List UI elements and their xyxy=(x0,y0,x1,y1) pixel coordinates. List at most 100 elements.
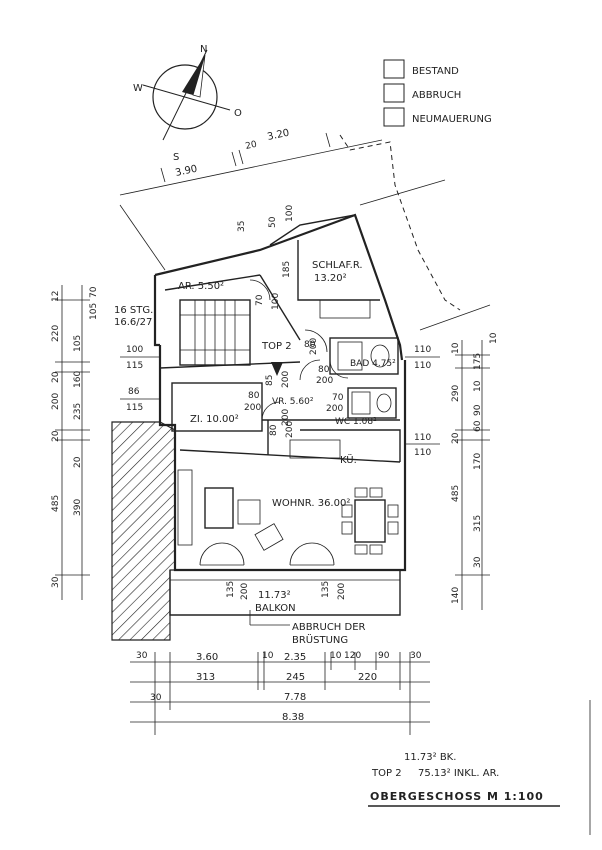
upper-dimensions: 35 50 100 185 70 100 xyxy=(237,205,295,310)
door-dim-80b: 80 xyxy=(318,365,330,375)
dim-bottom-30b: 30 xyxy=(410,651,422,661)
door-swings xyxy=(199,279,349,566)
abbruch-label-line2: BRÜSTUNG xyxy=(292,633,348,646)
dim-right-outer-170: 170 xyxy=(473,453,483,470)
balcony-dimensions: 135 200 135 200 xyxy=(226,581,347,600)
left-dimensions: 12 220 20 200 20 485 30 70 105 105 160 2… xyxy=(51,285,160,600)
door-dim-200g: 200 xyxy=(281,409,291,426)
dim-bottom-120: 120 xyxy=(344,651,361,661)
compass-east-label: O xyxy=(234,108,242,119)
legend-label-neumauerung: NEUMAUERUNG xyxy=(412,114,492,125)
dim-bottom-360: 3.60 xyxy=(196,652,218,663)
dim-right-outer-485: 485 xyxy=(451,485,461,502)
dim-upper-50: 50 xyxy=(268,216,278,228)
door-dim-80a: 80 xyxy=(304,340,316,350)
door-dim-80c: 80 xyxy=(248,391,260,401)
compass-south-label: S xyxy=(173,152,179,163)
dim-upper-100: 100 xyxy=(285,205,295,222)
door-dim-200a: 200 xyxy=(309,338,319,355)
neighbour-wall-hatch xyxy=(111,421,176,641)
door-dim-80d: 80 xyxy=(269,424,279,436)
dim-bottom-838: 8.38 xyxy=(282,712,304,723)
room-label-ar: AR. 5.50² xyxy=(178,281,224,292)
dim-left-200: 200 xyxy=(51,393,61,410)
dim-left-inner-160: 160 xyxy=(73,371,83,388)
door-dim-200f: 200 xyxy=(285,421,295,438)
balcony-label: BALKON xyxy=(255,603,296,614)
plot-boundary-line xyxy=(359,179,446,206)
legend-swatch-neumauerung xyxy=(383,107,405,127)
dim-right-outer-290: 290 xyxy=(451,385,461,402)
plan-title: OBERGESCHOSS M 1:100 xyxy=(370,790,544,803)
dim-upper-100b: 100 xyxy=(271,293,281,310)
door-dimensions: 80 200 85 200 80 200 80 200 70 200 80 20… xyxy=(244,338,344,438)
stairs-ratio: 16.6/27 xyxy=(114,317,152,328)
dim-right-110c: 110 xyxy=(414,433,431,443)
dim-left-opening-86: 86 xyxy=(128,387,140,397)
dim-left-inner-390: 390 xyxy=(73,499,83,516)
dim-right-outer-140: 140 xyxy=(451,587,461,604)
dim-left-485: 485 xyxy=(51,495,61,512)
dim-bottom-245: 245 xyxy=(286,672,305,683)
room-label-vr: VR. 5.60² xyxy=(272,397,314,407)
dim-left-30: 30 xyxy=(51,576,61,588)
room-label-schlafr: SCHLAF.R. xyxy=(312,260,363,271)
room-area-schlafr: 13.20² xyxy=(314,273,347,284)
dim-right-outer-175: 175 xyxy=(473,353,483,370)
summary-top-label: TOP 2 xyxy=(371,768,402,779)
dim-left-inner-70: 70 xyxy=(89,286,99,298)
door-dim-200c: 200 xyxy=(316,376,333,386)
dim-right-outer-30: 30 xyxy=(473,556,483,568)
dim-right-outer-315: 315 xyxy=(473,515,483,532)
dim-upper-70: 70 xyxy=(255,294,265,306)
dim-right-outer-10c: 10 xyxy=(473,380,483,392)
entry-arrow-icon xyxy=(271,362,283,376)
door-dim-85: 85 xyxy=(265,375,275,386)
door-dim-200e: 200 xyxy=(326,404,343,414)
dim-right-110b: 110 xyxy=(414,361,431,371)
abbruch-label-line1: ABBRUCH DER xyxy=(292,622,366,633)
dim-left-12: 12 xyxy=(51,291,61,302)
dim-upper-35: 35 xyxy=(237,221,247,232)
dim-bottom-30c: 30 xyxy=(150,693,162,703)
legend-swatch-bestand xyxy=(383,59,405,79)
compass-north-label: N xyxy=(200,44,207,55)
room-label-zi: ZI. 10.00² xyxy=(190,414,239,425)
dim-left-opening-100: 100 xyxy=(126,345,143,355)
legend-label-bestand: BESTAND xyxy=(412,66,459,77)
dim-right-outer-10b: 10 xyxy=(489,332,499,344)
balcony-dim-200a: 200 xyxy=(240,583,250,600)
interior-walls xyxy=(159,214,401,555)
dim-bottom-90: 90 xyxy=(378,651,390,661)
dim-left-220: 220 xyxy=(51,325,61,342)
compass-icon: N W O S xyxy=(133,44,242,163)
room-labels: SCHLAF.R. 13.20² AR. 5.50² 16 STG. 16.6/… xyxy=(114,260,396,646)
right-dimensions: 110 110 110 110 10 175 10 290 10 90 60 2… xyxy=(405,332,499,610)
dim-top-390: 3.90 xyxy=(174,164,198,179)
balcony-dim-200b: 200 xyxy=(337,583,347,600)
room-label-bad: BAD 4.75² xyxy=(350,359,396,369)
dim-left-opening-115a: 115 xyxy=(126,361,143,371)
dim-upper-185: 185 xyxy=(282,261,292,278)
balcony-dim-135b: 135 xyxy=(321,581,331,598)
dim-bottom-220: 220 xyxy=(358,672,377,683)
legend-swatch-abbruch xyxy=(383,83,405,103)
legend: BESTAND ABBRUCH NEUMAUERUNG xyxy=(383,59,492,127)
dim-right-110d: 110 xyxy=(414,448,431,458)
plot-boundary-line-lower xyxy=(419,304,491,331)
door-dim-200b: 200 xyxy=(281,371,291,388)
dim-bottom-10b: 10 xyxy=(330,651,342,661)
door-dim-200d: 200 xyxy=(244,403,261,413)
dim-bottom-313: 313 xyxy=(196,672,215,683)
compass-west-label: W xyxy=(133,83,143,94)
summary-bk: 11.73² BK. xyxy=(404,752,456,763)
dim-left-20b: 20 xyxy=(51,430,61,442)
dim-left-inner-105a: 105 xyxy=(89,303,99,320)
dim-top-320: 3.20 xyxy=(266,128,290,143)
dim-right-outer-10a: 10 xyxy=(451,342,461,354)
dim-right-110a: 110 xyxy=(414,345,431,355)
dim-bottom-30a: 30 xyxy=(136,651,148,661)
dim-right-outer-60: 60 xyxy=(473,420,483,432)
room-label-wohnr: WOHNR. 36.00² xyxy=(272,498,350,509)
